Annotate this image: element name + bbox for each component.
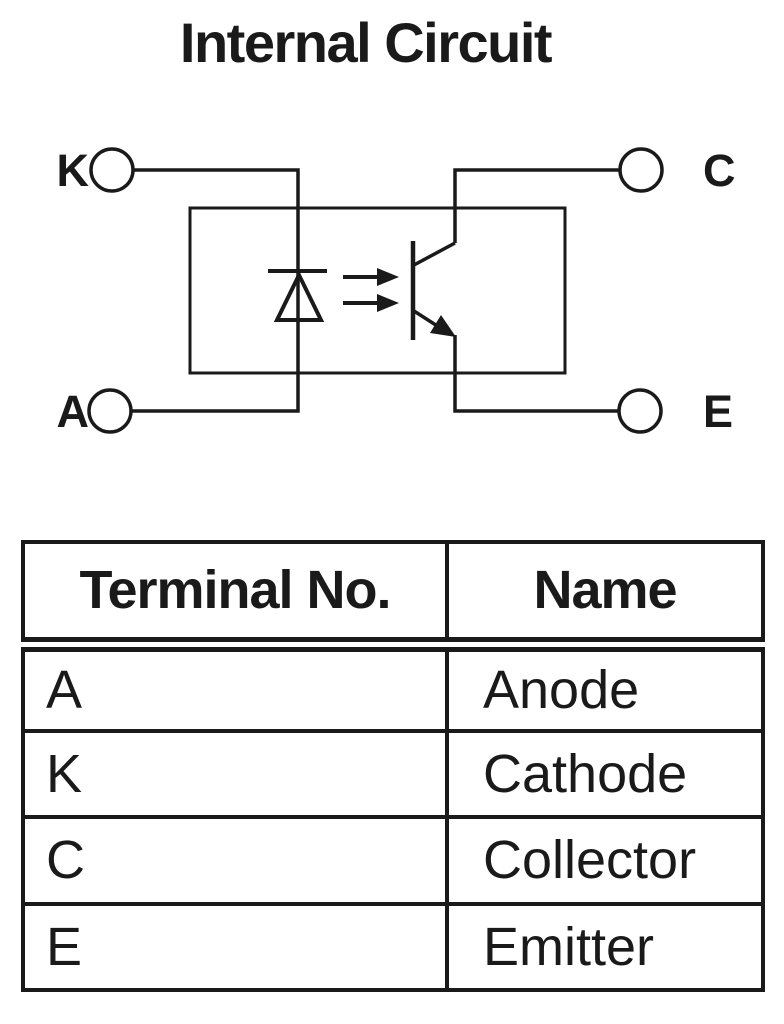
terminal-c-label: C xyxy=(703,145,736,196)
terminal-a-circle xyxy=(87,388,133,434)
collector-wire xyxy=(453,168,620,243)
diagram-title: Internal Circuit xyxy=(179,11,553,74)
table-row: C Collector xyxy=(21,815,765,906)
table-row: E Emitter xyxy=(21,901,765,992)
transistor-collector-lead xyxy=(413,241,456,267)
internal-circuit-diagram: K C A E xyxy=(57,145,736,437)
light-emission-arrows-icon xyxy=(343,268,399,312)
terminal-cell-c: C xyxy=(21,815,449,906)
terminal-a-label: A xyxy=(57,386,90,437)
name-header: Name xyxy=(445,540,765,652)
transistor-emitter-arrowhead xyxy=(430,315,456,337)
name-cell-anode: Anode xyxy=(445,642,765,733)
name-cell-collector: Collector xyxy=(445,815,765,906)
terminal-cell-e: E xyxy=(21,901,449,992)
light-arrow-top-head xyxy=(377,268,399,286)
light-arrow-bottom-head xyxy=(377,294,399,312)
table-row: A Anode xyxy=(21,642,765,733)
terminal-table: Terminal No. Name A Anode K Cathode C Co… xyxy=(21,540,765,992)
name-cell-emitter: Emitter xyxy=(445,901,765,992)
isolation-boundary-box xyxy=(188,206,567,375)
terminal-k-label: K xyxy=(57,145,90,196)
emitter-wire xyxy=(453,335,619,413)
table-header-row: Terminal No. Name xyxy=(21,540,765,652)
terminal-c-circle xyxy=(618,147,664,193)
terminal-cell-k: K xyxy=(21,728,449,819)
diode-triangle xyxy=(273,270,325,322)
cathode-anode-wire xyxy=(131,168,300,413)
terminal-cell-a: A xyxy=(21,642,449,733)
name-cell-cathode: Cathode xyxy=(445,728,765,819)
table-row: K Cathode xyxy=(21,728,765,819)
phototransistor-symbol xyxy=(410,241,456,340)
terminal-e-label: E xyxy=(703,386,733,437)
terminal-e-circle xyxy=(617,388,663,434)
terminal-k-circle xyxy=(89,147,135,193)
led-diode-symbol xyxy=(268,269,327,322)
terminal-no-header: Terminal No. xyxy=(21,540,449,652)
